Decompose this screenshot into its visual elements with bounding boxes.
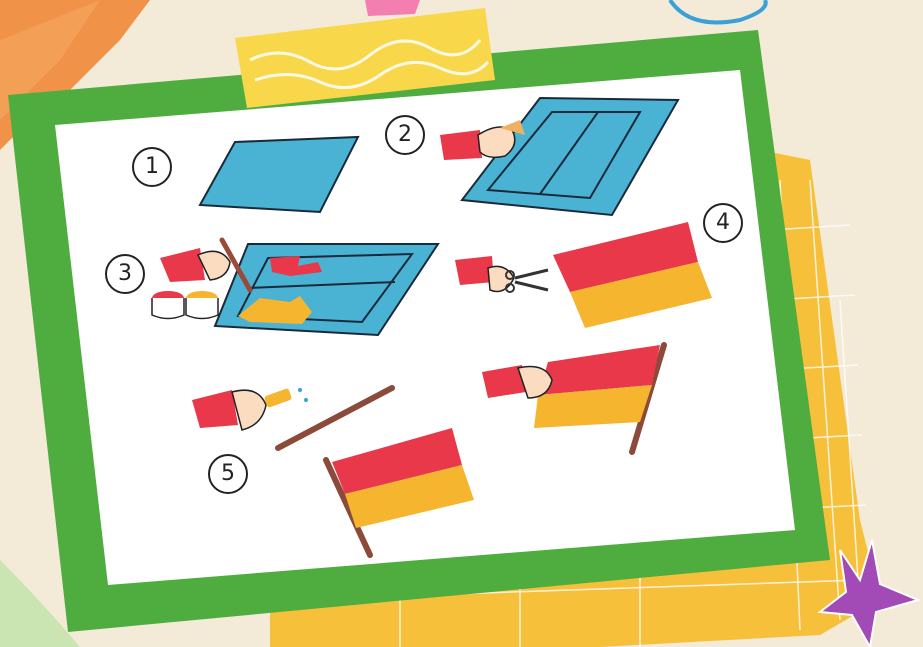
blue-loop	[670, 0, 766, 23]
step-number-2: 2	[385, 115, 425, 155]
step-number-3: 3	[105, 254, 145, 294]
step-number-1: 1	[132, 147, 172, 187]
step-number-5: 5	[208, 454, 248, 494]
step-number-4: 4	[703, 203, 743, 243]
pink-shape	[365, 0, 420, 16]
